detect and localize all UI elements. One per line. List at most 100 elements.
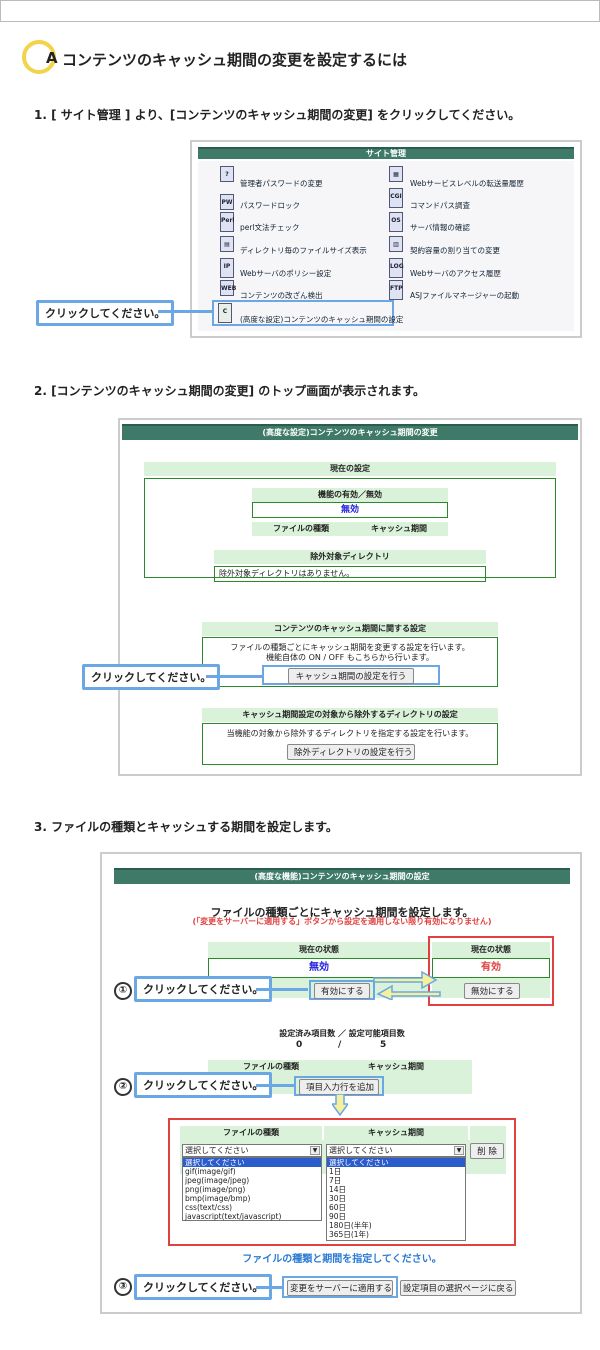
menu-item-access-log[interactable]: Webサーバのアクセス履歴 [410,269,501,278]
folder-icon: ▤ [220,236,234,252]
perl-icon: Perl [220,212,234,232]
state-left-title: 現在の状態 [208,942,430,958]
key-icon: ? [220,166,234,182]
menu-item-password-lock[interactable]: パスワードロック [240,201,300,210]
file-type-option[interactable]: jpeg(image/jpeg) [185,1176,250,1185]
web-icon: WEB [220,280,236,296]
site-admin-header: サイト管理 [198,147,574,159]
period-option[interactable]: 60日 [329,1203,347,1212]
excl-setting-desc: 当機能の対象から除外するディレクトリを指定する設定を行います。 [226,729,474,738]
apply-to-server-button[interactable]: 変更をサーバーに適用する [287,1280,393,1296]
file-type-option[interactable]: javascript(text/javascript) [185,1212,282,1221]
period-option[interactable]: 30日 [329,1194,347,1203]
menu-item-admin-password[interactable]: 管理者パスワードの変更 [240,179,323,188]
step-2-text: 2. [コンテンツのキャッシュ期間の変更] のトップ画面が表示されます。 [34,384,426,398]
menu-item-perl-check[interactable]: perl文法チェック [240,223,300,232]
file-type-option[interactable]: 選択してください [183,1158,321,1167]
chevron-down-icon[interactable]: ▼ [454,1146,464,1155]
callout-step3-2: クリックしてください。 [134,1072,273,1098]
menu-item-cache-period[interactable]: (高度な設定)コンテンツのキャッシュ期間の設定 [240,315,404,324]
step-number-1: ① [114,982,132,1000]
swap-arrows-icon [373,970,441,1000]
add-input-row-button[interactable]: 項目入力行を追加 [299,1079,379,1095]
period-option[interactable]: 90日 [329,1212,347,1221]
cache-menu-highlight [212,300,394,326]
count-label: 設定済み項目数 ／ 設定可能項目数 [279,1029,405,1038]
cache-top-panel: (高度な設定)コンテンツのキャッシュ期間の変更 現在の設定 機能の有効／無効 無… [118,418,582,776]
callout-step1: クリックしてください。 [36,300,175,326]
section-heading: A コンテンツのキャッシュ期間の変更を設定するには [18,40,578,76]
menu-item-file-manager[interactable]: ASJファイルマネージャーの起動 [410,291,520,300]
callout-connector [206,675,262,678]
cache-setting-desc2: 機能自体の ON / OFF もこちらから行います。 [266,653,434,662]
items-col-period: キャッシュ期間 [334,1060,458,1074]
cache-period-setting-button[interactable]: キャッシュ期間の設定を行う [288,668,414,684]
callout-step3-1: クリックしてください。 [134,976,273,1002]
down-arrow-icon [332,1094,348,1116]
state-right-frame [428,936,554,1006]
file-type-select-value: 選択してください [185,1146,249,1155]
cache-period-select-value: 選択してください [329,1146,393,1155]
file-type-option[interactable]: bmp(image/bmp) [185,1194,251,1203]
cache-top-header: (高度な設定)コンテンツのキャッシュ期間の変更 [122,424,578,440]
cache-setting-header: (高度な機能)コンテンツのキャッシュ期間の設定 [114,868,570,884]
count-max: 5 [380,1040,387,1050]
period-option[interactable]: 365日(1年) [329,1230,369,1239]
specify-note: ファイルの種類と期間を指定してください。 [242,1254,442,1265]
cache-period-select[interactable]: 選択してください ▼ [326,1144,466,1157]
col-type-header: ファイルの種類 [252,522,350,536]
period-option[interactable]: 選択してください [327,1158,465,1167]
menu-item-transfer-history[interactable]: Webサービスレベルの転送量履歴 [410,179,524,188]
transfer-icon: ▦ [389,166,403,182]
items-col-action [458,1060,472,1074]
file-type-option[interactable]: gif(image/gif) [185,1167,236,1176]
menu-item-server-info[interactable]: サーバ情報の確認 [410,223,470,232]
menu-item-quota[interactable]: 契約容量の割り当ての変更 [410,246,500,255]
heading-title: コンテンツのキャッシュ期間の変更を設定するには [62,51,408,69]
period-option[interactable]: 14日 [329,1185,347,1194]
state-right-value: 有効 [432,958,550,978]
callout-connector [256,1286,282,1289]
file-type-option[interactable]: css(text/css) [185,1203,233,1212]
items-col-type: ファイルの種類 [208,1060,334,1074]
menu-item-web-policy[interactable]: Webサーバのポリシー設定 [240,269,332,278]
current-settings-title: 現在の設定 [144,462,556,476]
func-value: 無効 [252,502,448,518]
excl-dir-setting-button[interactable]: 除外ディレクトリの設定を行う [287,744,415,760]
excl-setting-title: キャッシュ期間設定の対象から除外するディレクトリの設定 [202,708,498,722]
file-type-select[interactable]: 選択してください ▼ [182,1144,322,1157]
back-to-selection-button[interactable]: 設定項目の選択ページに戻る [400,1280,516,1296]
menu-item-command-path[interactable]: コマンドパス調査 [410,201,470,210]
menu-item-tamper-detect[interactable]: コンテンツの改ざん検出 [240,291,323,300]
callout-step3-3: クリックしてください。 [134,1274,273,1300]
log-icon: LOG [389,258,404,278]
menu-item-dir-filesize[interactable]: ディレクトリ毎のファイルサイズ表示 [240,246,367,255]
period-option[interactable]: 7日 [329,1176,342,1185]
file-type-option[interactable]: png(image/png) [185,1185,246,1194]
delete-button[interactable]: 削 除 [470,1143,504,1159]
excl-dir-title: 除外対象ディレクトリ [214,550,486,564]
cache-setting-desc1: ファイルの種類ごとにキャッシュ期間を変更する設定を行います。 [230,643,470,652]
apply-btn-highlight [282,1276,398,1298]
excl-dir-value: 除外対象ディレクトリはありません。 [214,566,486,582]
file-type-dropdown: 選択してください gif(image/gif) jpeg(image/jpeg)… [182,1157,322,1221]
heading-circle-icon [22,40,56,74]
func-label: 機能の有効／無効 [252,488,448,502]
enable-button[interactable]: 有効にする [314,983,370,999]
step-3-text: 3. ファイルの種類とキャッシュする期間を設定します。 [34,820,338,834]
cache-btn-highlight [262,665,440,685]
period-option[interactable]: 1日 [329,1167,342,1176]
period-option[interactable]: 180日(半年) [329,1221,372,1230]
enable-btn-highlight [309,980,375,1000]
ftp-icon: FTP [389,280,403,300]
disable-button[interactable]: 無効にする [464,983,520,999]
cache-setting-box [202,637,498,687]
cache-period-dropdown: 選択してください 1日 7日 14日 30日 60日 90日 180日(半年) … [326,1157,466,1241]
cache-icon: C [218,303,232,323]
ip-icon: IP [220,258,234,278]
callout-connector [256,1084,294,1087]
os-icon: OS [389,212,403,232]
top-border-bar [0,0,600,22]
chevron-down-icon[interactable]: ▼ [310,1146,320,1155]
current-settings-box [144,478,556,578]
